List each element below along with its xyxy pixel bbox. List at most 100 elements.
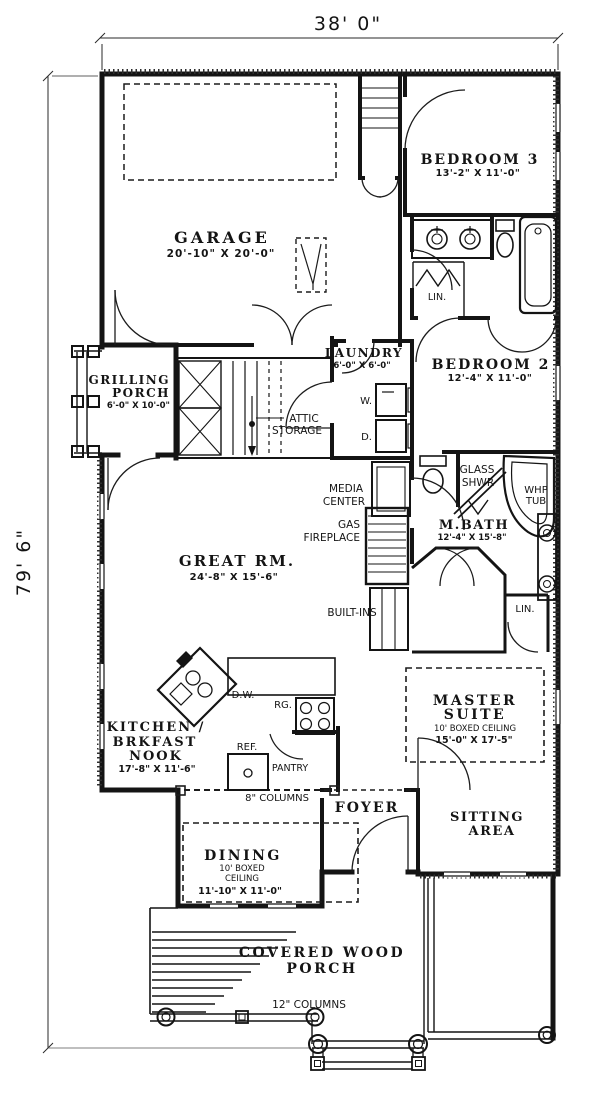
stair-arrow-head — [248, 446, 256, 456]
grilling-porch-label-2: PORCH — [112, 386, 170, 400]
hall-bath-fixtures — [411, 215, 558, 318]
garage-size: 20'-10" X 20'-0" — [167, 248, 276, 260]
washer-dryer-icons — [375, 383, 414, 453]
labels: GARAGE 20'-10" X 20'-0" BEDROOM 3 13'-2"… — [88, 152, 551, 1011]
porch-column — [156, 1007, 176, 1027]
refrigerator-label: REF. — [237, 742, 258, 753]
porch-column — [305, 1007, 325, 1027]
master-suite-ceiling: 10' BOXED CEILING — [434, 724, 516, 734]
interior-walls — [174, 72, 560, 908]
porch-post — [310, 1056, 325, 1071]
glass-shower-label-1: GLASS — [460, 464, 495, 476]
grilling-porch-label-1: GRILLING — [88, 373, 170, 387]
kitchen-label-2: BRKFAST — [113, 735, 198, 750]
great-room-size: 24'-8" X 15'-6" — [190, 572, 279, 583]
sitting-area-label-1: SITTING — [450, 810, 524, 825]
whirlpool-tub-label-1: WHP — [524, 485, 547, 496]
laundry-label: LAUNDRY — [325, 346, 403, 360]
covered-porch-label-2: PORCH — [286, 961, 357, 977]
dining-label: DINING — [204, 848, 282, 864]
master-bath-fixtures — [419, 454, 557, 601]
porch-column — [408, 1034, 428, 1054]
linen-bifold-door — [415, 268, 461, 288]
grilling-porch-size: 6'-0" X 10'-0" — [107, 401, 170, 411]
master-closet-walls — [411, 546, 550, 654]
sink-icon — [538, 575, 556, 593]
covered-porch — [149, 874, 556, 1071]
gas-fireplace-label-1: GAS — [338, 519, 360, 531]
grilling-porch-rails — [71, 345, 102, 458]
columns8-label: 8" COLUMNS — [245, 793, 309, 804]
toilet-tank — [419, 455, 447, 467]
master-bath-size: 12'-4" X 15'-8" — [437, 533, 506, 543]
utility-closet-shelves — [362, 87, 398, 129]
dining-ceiling-2: CEILING — [225, 874, 259, 884]
exterior-walls — [99, 71, 561, 1041]
range-label: RG. — [274, 700, 292, 711]
master-suite-label-1: MASTER — [433, 693, 517, 709]
overall-width-dimension: 38' 0" — [314, 13, 382, 35]
built-ins-label: BUILT-INS — [327, 607, 377, 619]
toilet-icon — [496, 232, 514, 258]
attic-storage-label-2: STORAGE — [272, 425, 322, 437]
island — [156, 646, 238, 728]
vanity-counter — [411, 219, 493, 259]
dining-ceiling-1: 10' BOXED — [219, 864, 265, 874]
linen-hall-label: LIN. — [428, 292, 446, 303]
bedroom3-size: 13'-2" X 11'-0" — [436, 168, 521, 179]
bedroom2-size: 12'-4" X 11'-0" — [448, 373, 533, 384]
attic-storage-label-1: ATTIC — [289, 413, 318, 425]
dimension-lines — [42, 32, 564, 1054]
porch-post — [235, 1010, 249, 1024]
stairs — [176, 357, 332, 459]
master-suite-label-2: SUITE — [444, 707, 506, 723]
great-room-label: GREAT RM. — [179, 552, 295, 570]
sink-icon — [538, 524, 556, 542]
media-center-label-1: MEDIA — [329, 483, 364, 495]
windows — [98, 104, 562, 910]
linen-master-label: LIN. — [515, 604, 534, 615]
media-center-label-2: CENTER — [323, 496, 365, 508]
master-bath-label: M.BATH — [439, 518, 509, 533]
kitchen-size: 17'-8" X 11'-6" — [118, 764, 195, 775]
columns12-label: 12" COLUMNS — [272, 999, 346, 1011]
porch-column — [538, 1026, 556, 1044]
doors — [107, 89, 557, 873]
dishwasher-label: D.W. — [232, 690, 255, 701]
foyer-label: FOYER — [335, 800, 399, 816]
kitchen-label-3: NOOK — [129, 749, 183, 764]
dining-size: 11'-10" X 11'-0" — [198, 886, 282, 897]
glass-shower-label-2: SHWR — [462, 477, 494, 489]
laundry-size: 6'-0" X 6'-0" — [333, 361, 390, 371]
range-icon — [295, 697, 335, 735]
pantry-label: PANTRY — [272, 763, 309, 774]
garage-label: GARAGE — [174, 228, 270, 247]
kitchen-fixtures — [156, 646, 336, 791]
kitchen-label-1: KITCHEN / — [107, 720, 206, 735]
dryer-label: D. — [361, 432, 372, 443]
whirlpool-tub-icon — [502, 454, 556, 538]
master-vanity — [537, 513, 557, 601]
washer-label: W. — [360, 396, 372, 407]
toilet-icon — [422, 468, 444, 494]
porch-column — [308, 1034, 328, 1054]
stair-arrow-dot — [249, 421, 255, 427]
overall-height-dimension: 79' 6" — [13, 528, 35, 596]
master-suite-size: 15'-0" X 17'-5" — [435, 735, 512, 746]
bedroom2-label: BEDROOM 2 — [432, 357, 551, 373]
built-ins-cabinet — [369, 587, 409, 651]
gas-fireplace-label-2: FIREPLACE — [304, 532, 360, 544]
sitting-area-label-2: AREA — [468, 824, 516, 839]
bedroom3-label: BEDROOM 3 — [421, 152, 540, 168]
gas-fireplace-icon — [364, 506, 410, 586]
porch-steps — [152, 931, 296, 1013]
refrigerator-icon — [227, 753, 269, 791]
whirlpool-tub-label-2: TUB — [525, 496, 546, 507]
shower-glass — [453, 467, 507, 519]
toilet-tank — [495, 219, 515, 232]
island-sink — [185, 670, 201, 686]
island-sink — [197, 682, 213, 698]
porch-post — [411, 1056, 426, 1071]
